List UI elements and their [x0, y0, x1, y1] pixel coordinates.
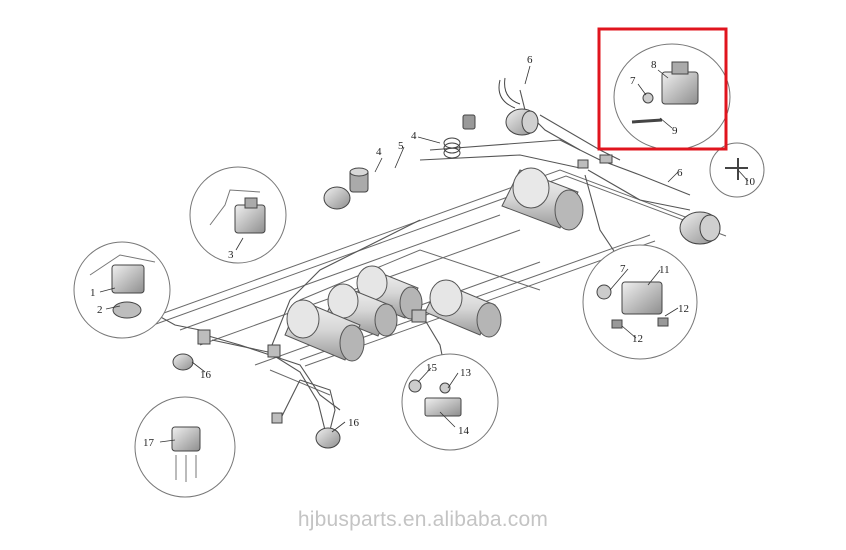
callout-label: 10 [744, 176, 756, 188]
air-tank [325, 283, 398, 337]
highlight-box [597, 27, 728, 151]
callout-label: 13 [460, 367, 472, 379]
callout-label: 8 [651, 59, 657, 71]
callout-label: 5 [398, 140, 404, 152]
callout-label: 6 [677, 167, 683, 179]
callout-label: 7 [630, 75, 636, 87]
frame-valves [197, 154, 613, 424]
callout-label: 17 [143, 437, 155, 449]
callout-label: 3 [228, 249, 234, 261]
brake-chamber-rear [679, 211, 721, 245]
detail-bubble-quick-release-valve [189, 166, 287, 264]
callout-label: 16 [348, 417, 360, 429]
callout-label: 7 [620, 263, 626, 275]
callout-label: 15 [426, 362, 438, 374]
callout-label: 14 [458, 425, 470, 437]
callout-label: 6 [527, 54, 533, 66]
detail-bubble-highlighted-valve [613, 43, 731, 151]
brake-chamber-front [498, 77, 539, 136]
callout-label: 1 [90, 287, 96, 299]
coil-component [443, 114, 476, 159]
callout-label: 4 [411, 130, 417, 142]
watermark: hjbusparts.en.alibaba.com [297, 508, 549, 531]
air-tank [424, 279, 502, 338]
brake-chamber-bottom [315, 427, 341, 449]
detail-bubble-relay-valve [401, 353, 499, 451]
callout-label: 11 [659, 264, 670, 276]
detail-bubble-pipe-fitting [709, 142, 765, 198]
detail-bubble-brake-valve [73, 241, 171, 339]
callout-label: 4 [376, 146, 382, 158]
air-tank [501, 167, 584, 231]
callout-label: 16 [200, 369, 212, 381]
leader-lines [99, 65, 749, 443]
callout-labels: 1 2 3 4 5 4 6 6 7 8 9 10 7 11 12 12 13 1… [90, 54, 756, 449]
brake-chamber-left [323, 167, 369, 210]
detail-bubble-sensor [134, 396, 236, 498]
callout-label: 9 [672, 125, 678, 137]
brake-chamber-mid [172, 353, 194, 371]
callout-label: 12 [678, 303, 689, 315]
callout-label: 12 [632, 333, 643, 345]
detail-bubble-abs-valve [582, 244, 698, 360]
callout-label: 2 [97, 304, 103, 316]
air-tank [284, 299, 365, 362]
air-tank-group [284, 167, 584, 362]
